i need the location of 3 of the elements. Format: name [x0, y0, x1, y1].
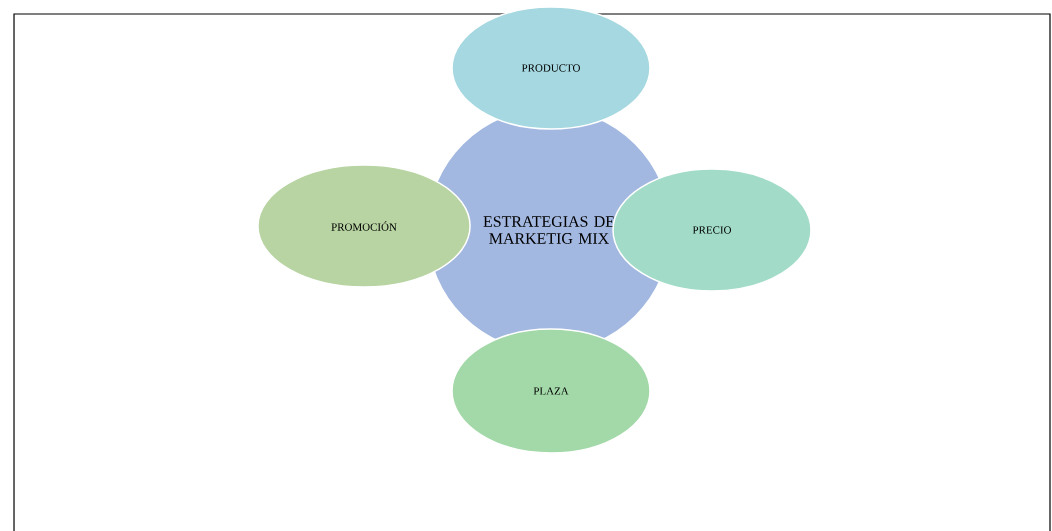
- ellipse-node: PROMOCIÓN: [257, 164, 471, 288]
- ellipse-node: PRODUCTO: [451, 6, 651, 130]
- ellipse-node: PLAZA: [451, 328, 651, 454]
